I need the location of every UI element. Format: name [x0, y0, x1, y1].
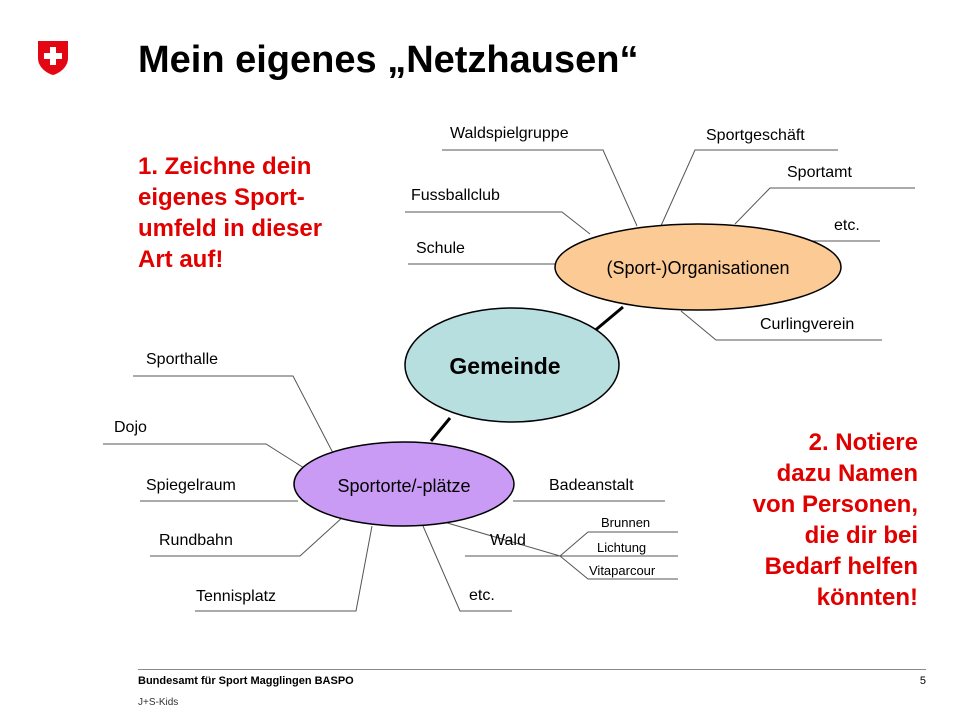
- sportort-item-etc: etc.: [469, 587, 495, 604]
- org-item-curlingverein: Curlingverein: [760, 316, 854, 333]
- page-title: Mein eigenes „Netzhausen“: [138, 39, 639, 81]
- instruction-first-line: eigenes Sport-: [138, 184, 305, 211]
- instruction-second-line: 2. Notiere: [808, 429, 918, 456]
- sportort-item-rundbahn: Rundbahn: [159, 532, 233, 549]
- wald-sub-vitaparcour: Vitaparcour: [589, 563, 656, 578]
- instruction-second-line: dazu Namen: [776, 460, 918, 487]
- connector-center-sportorte: [429, 417, 452, 442]
- organisations-branches: [405, 149, 915, 341]
- sportort-item-dojo: Dojo: [114, 419, 147, 436]
- org-item-sportamt: Sportamt: [787, 164, 852, 181]
- org-item-fussballclub: Fussballclub: [411, 187, 500, 204]
- instruction-first-line: umfeld in dieser: [138, 215, 323, 242]
- org-item-waldspielgruppe: Waldspielgruppe: [450, 125, 569, 142]
- instruction-first-line: 1. Zeichne dein: [138, 153, 312, 180]
- swiss-cross-shield-icon: [38, 41, 68, 75]
- organisations-node: [554, 223, 842, 311]
- footer-divider: [138, 669, 926, 670]
- org-item-etc: etc.: [834, 217, 860, 234]
- instruction-second-line: könnten!: [816, 584, 918, 611]
- footer-subtitle: J+S-Kids: [138, 697, 179, 708]
- organisations-node-label: (Sport-)Organisationen: [606, 258, 789, 278]
- instruction-first: 1. Zeichne dein eigenes Sport- umfeld in…: [138, 151, 378, 275]
- instruction-second: 2. Notiere dazu Namen von Personen, die …: [690, 427, 918, 613]
- sportort-item-badeanstalt: Badeanstalt: [549, 477, 634, 494]
- org-item-schule: Schule: [416, 240, 465, 257]
- sportort-item-tennisplatz: Tennisplatz: [196, 588, 276, 605]
- instruction-first-line: Art auf!: [138, 246, 224, 273]
- footer-organisation: Bundesamt für Sport Magglingen BASPO: [138, 675, 354, 687]
- wald-sub-brunnen: Brunnen: [601, 515, 650, 530]
- sportorte-branches: [103, 375, 678, 612]
- sportort-item-sporthalle: Sporthalle: [146, 351, 218, 368]
- page-number: 5: [919, 675, 926, 687]
- sportort-item-spiegelraum: Spiegelraum: [146, 477, 236, 494]
- instruction-second-line: von Personen,: [752, 491, 918, 518]
- center-node: [404, 307, 620, 423]
- sportort-item-wald: Wald: [490, 532, 526, 549]
- instruction-second-line: Bedarf helfen: [764, 553, 918, 580]
- sportorte-node-label: Sportorte/-plätze: [337, 476, 470, 496]
- center-node-label: Gemeinde: [449, 353, 560, 379]
- org-item-sportgeschaeft: Sportgeschäft: [706, 127, 805, 144]
- instruction-second-line: die dir bei: [804, 522, 918, 549]
- wald-sub-lichtung: Lichtung: [597, 540, 646, 555]
- sportorte-node: [293, 441, 515, 527]
